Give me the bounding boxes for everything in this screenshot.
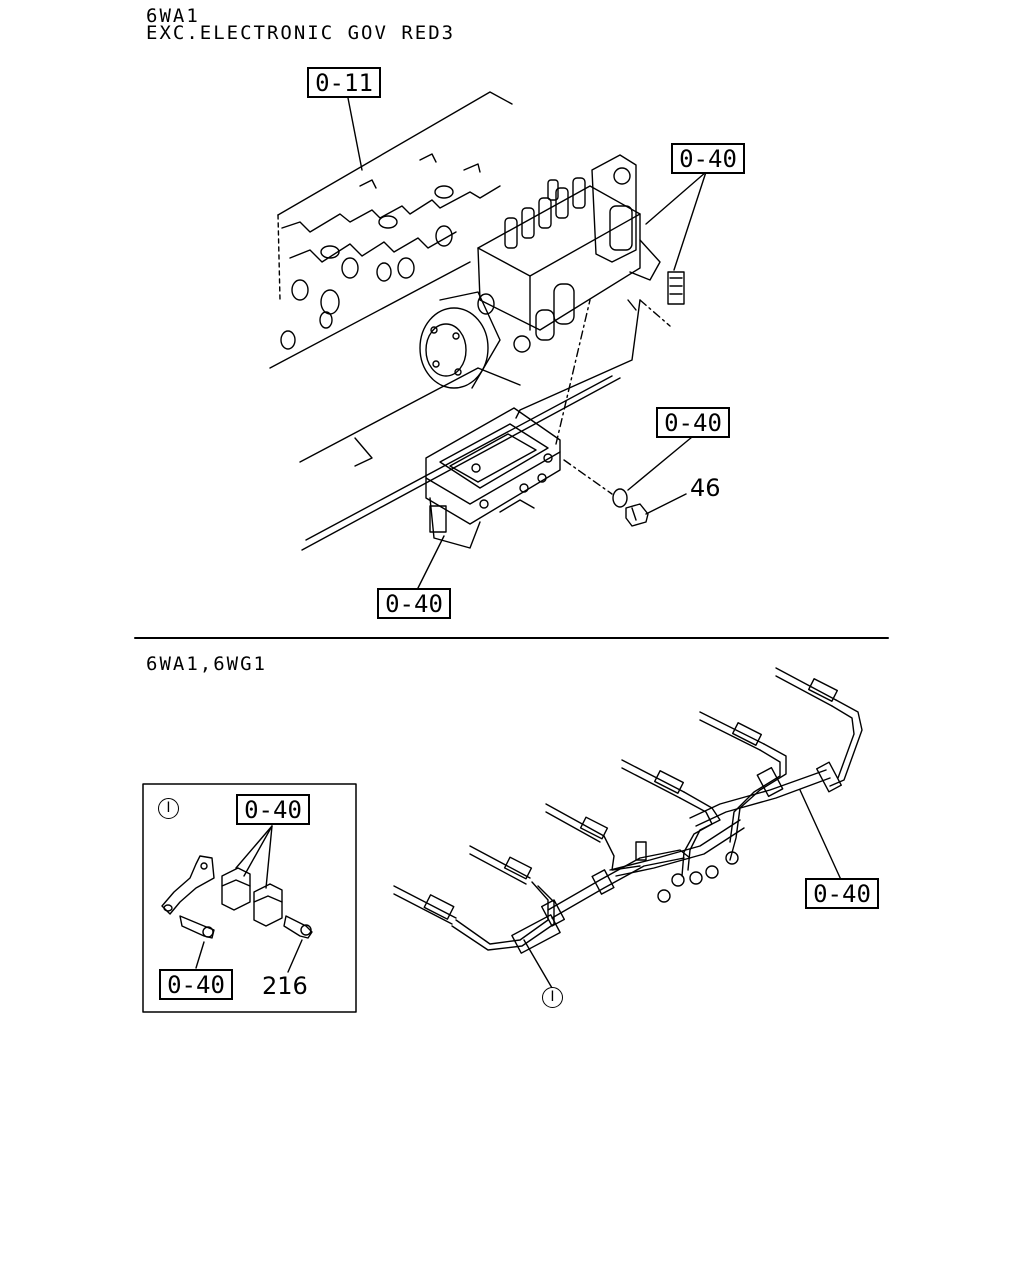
- injection-pump-drawing: [419, 154, 685, 419]
- injection-pipes-drawing: [391, 667, 863, 954]
- pump-ref-box: 0-40: [671, 143, 745, 174]
- detail-marker: I: [158, 798, 179, 819]
- clamp-detail-drawing: [161, 855, 313, 939]
- washer-ref-box: 0-40: [656, 407, 730, 438]
- clamp-bolt-part-number: 216: [262, 972, 308, 1000]
- washer-drawing: [612, 488, 628, 508]
- engine-block-outline: [269, 91, 621, 551]
- clamp-detail-frame: [142, 783, 357, 1013]
- gasket-ref-box: 0-11: [307, 67, 381, 98]
- pump-bracket-drawing: [425, 407, 561, 549]
- head-gasket-drawing: [280, 153, 501, 350]
- bolt-ref-box: 0-40: [159, 969, 233, 1000]
- lower-section-label: 6WA1,6WG1: [146, 653, 267, 675]
- bracket-ref-box: 0-40: [377, 588, 451, 619]
- detail-leaders: [195, 825, 303, 973]
- variant-label: EXC.ELECTRONIC GOV RED3: [146, 22, 456, 44]
- pipes-detail-marker: I: [542, 987, 563, 1008]
- clamp-ref-box: 0-40: [236, 794, 310, 825]
- pipes-leaders: [523, 789, 843, 989]
- model-label: 6WA1: [146, 5, 200, 27]
- bolt-46-drawing: [625, 503, 649, 527]
- upper-leaders: [347, 97, 707, 589]
- bolt-part-number: 46: [690, 474, 721, 502]
- pipes-ref-box: 0-40: [805, 878, 879, 909]
